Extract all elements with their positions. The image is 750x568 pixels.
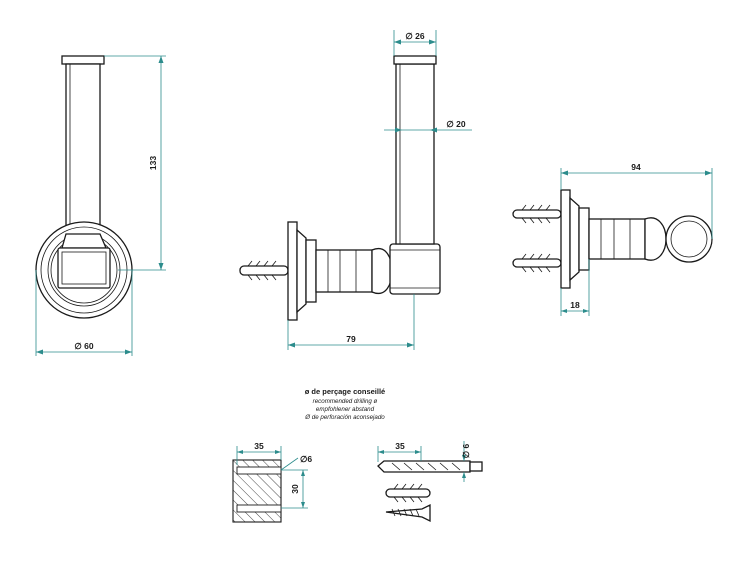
- side-projection-label: 79: [346, 334, 356, 344]
- note-german: empfohlener abstand: [316, 406, 375, 413]
- side-inner-label: ∅ 20: [446, 119, 465, 129]
- front-view: 133 ∅ 60: [35, 55, 166, 356]
- top-anchor-plugs: [512, 204, 562, 273]
- top-view: 94 18: [512, 162, 713, 316]
- hardware-length-dimension: 35: [377, 441, 422, 462]
- front-height-label: 133: [148, 156, 158, 170]
- wall-plug: [385, 483, 431, 503]
- side-projection-dimension: 79: [287, 294, 415, 350]
- front-holder: [35, 55, 133, 319]
- top-holder: [560, 189, 713, 289]
- screw: [385, 503, 431, 523]
- front-height-dimension: 133: [104, 55, 166, 271]
- side-inner-dimension: ∅ 20: [384, 119, 472, 133]
- note-spanish: Ø de perforación aconsejado: [304, 414, 385, 421]
- detail-depth-label: 35: [254, 441, 264, 451]
- side-tube-dimension: ∅ 26: [393, 30, 437, 56]
- detail-depth-dimension: 35: [236, 441, 282, 465]
- detail-hole-dimension: ∅6: [280, 454, 312, 471]
- drill-hole-detail: 35 ∅6 30: [232, 441, 312, 523]
- detail-spacing-dimension: 30: [281, 469, 308, 509]
- detail-spacing-label: 30: [290, 484, 300, 494]
- top-length-dimension: 94: [560, 162, 713, 239]
- hardware-diameter-dimension: ∅ 6: [461, 441, 471, 482]
- top-depth-dimension: 18: [560, 259, 590, 316]
- detail-hole-label: ∅6: [300, 454, 312, 464]
- front-rosette-dimension: ∅ 60: [35, 270, 133, 356]
- front-rosette-label: ∅ 60: [74, 341, 93, 351]
- note-title: ø de perçage conseillé: [305, 387, 385, 396]
- side-view: ∅ 26 ∅ 20 79: [239, 30, 472, 350]
- drilling-note: ø de perçage conseillé recommended drill…: [304, 387, 385, 421]
- note-english: recommended drilling ø: [313, 398, 378, 405]
- hardware-length-label: 35: [395, 441, 405, 451]
- top-depth-label: 18: [570, 300, 580, 310]
- top-length-label: 94: [631, 162, 641, 172]
- side-holder: [287, 55, 441, 321]
- drill-bit: [377, 460, 483, 473]
- hardware-diameter-label: ∅ 6: [461, 443, 471, 458]
- side-tube-label: ∅ 26: [405, 31, 424, 41]
- hardware-detail: 35 ∅ 6: [377, 441, 483, 523]
- side-anchor-plug: [239, 260, 289, 281]
